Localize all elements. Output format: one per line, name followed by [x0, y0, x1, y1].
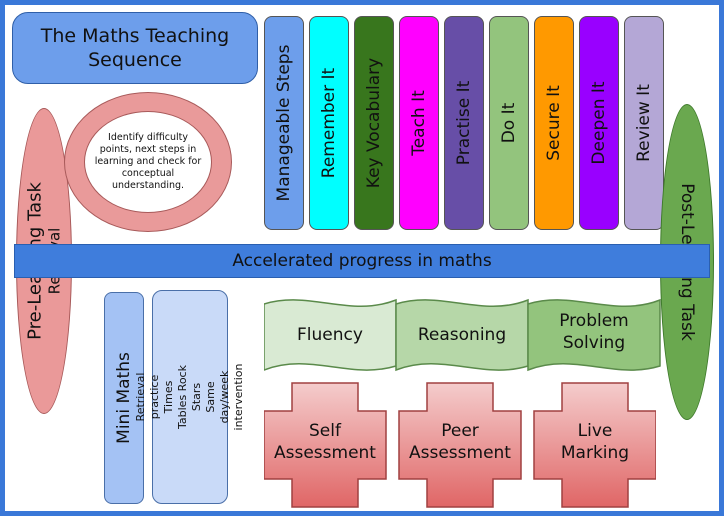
sequence-column-key-vocabulary: Key Vocabulary	[354, 16, 394, 230]
assessment-cross	[533, 382, 656, 508]
skill-label-line: Fluency	[297, 325, 363, 345]
sequence-column-practise-it: Practise It	[444, 16, 484, 230]
mini-maths-box: Mini Maths	[104, 292, 144, 504]
assessment-label-line: Peer	[441, 421, 479, 441]
sequence-column-deepen-it: Deepen It	[579, 16, 619, 230]
sequence-column-label: Secure It	[544, 85, 564, 161]
sequence-column-label: Deepen It	[589, 81, 609, 165]
retrieval-practice-box: Retrieval practice Times Tables Rock Sta…	[134, 290, 245, 504]
sequence-column-label: Do It	[499, 102, 519, 144]
assessment-label-line: Live	[578, 421, 613, 441]
sequence-column-do-it: Do It	[489, 16, 529, 230]
assessment-label-line: Marking	[561, 443, 629, 463]
difficulty-ring-inner: Identify difficulty points, next steps i…	[84, 111, 212, 213]
difficulty-ring: Identify difficulty points, next steps i…	[64, 92, 232, 232]
sequence-column-review-it: Review It	[624, 16, 664, 230]
skill-label: Fluency	[297, 325, 363, 345]
sequence-column-manageable-steps: Manageable Steps	[264, 16, 304, 230]
sequence-column-label: Review It	[634, 84, 654, 162]
diagram-title: The Maths Teaching Sequence	[40, 25, 230, 71]
skill-label-line: Solving	[563, 333, 625, 353]
difficulty-ring-text: Identify difficulty points, next steps i…	[94, 132, 202, 191]
title-box: The Maths Teaching Sequence	[12, 12, 258, 84]
progress-band: Accelerated progress in maths	[14, 244, 710, 278]
sequence-column-secure-it: Secure It	[534, 16, 574, 230]
progress-band-text: Accelerated progress in maths	[232, 251, 492, 271]
retrieval-practice-text: Retrieval practice Times Tables Rock Sta…	[134, 363, 245, 431]
sequence-column-remember-it: Remember It	[309, 16, 349, 230]
skill-label-line: Reasoning	[418, 325, 506, 345]
sequence-column-label: Manageable Steps	[274, 44, 294, 202]
skill-wave-segment	[527, 298, 661, 372]
sequence-column-label: Remember It	[319, 67, 339, 179]
assessment-label-line: Assessment	[409, 443, 511, 463]
mini-maths-text: Mini Maths	[114, 352, 134, 444]
skill-label: Reasoning	[418, 325, 506, 345]
skill-label-line: Problem	[559, 311, 629, 331]
assessment-label-line: Assessment	[274, 443, 376, 463]
assessment-cross	[264, 382, 387, 508]
assessment-cross	[398, 382, 522, 508]
sequence-column-label: Teach It	[409, 90, 429, 156]
sequence-column-label: Key Vocabulary	[364, 57, 384, 189]
assessment-label-line: Self	[309, 421, 342, 441]
sequence-column-label: Practise It	[454, 80, 474, 166]
sequence-column-teach-it: Teach It	[399, 16, 439, 230]
